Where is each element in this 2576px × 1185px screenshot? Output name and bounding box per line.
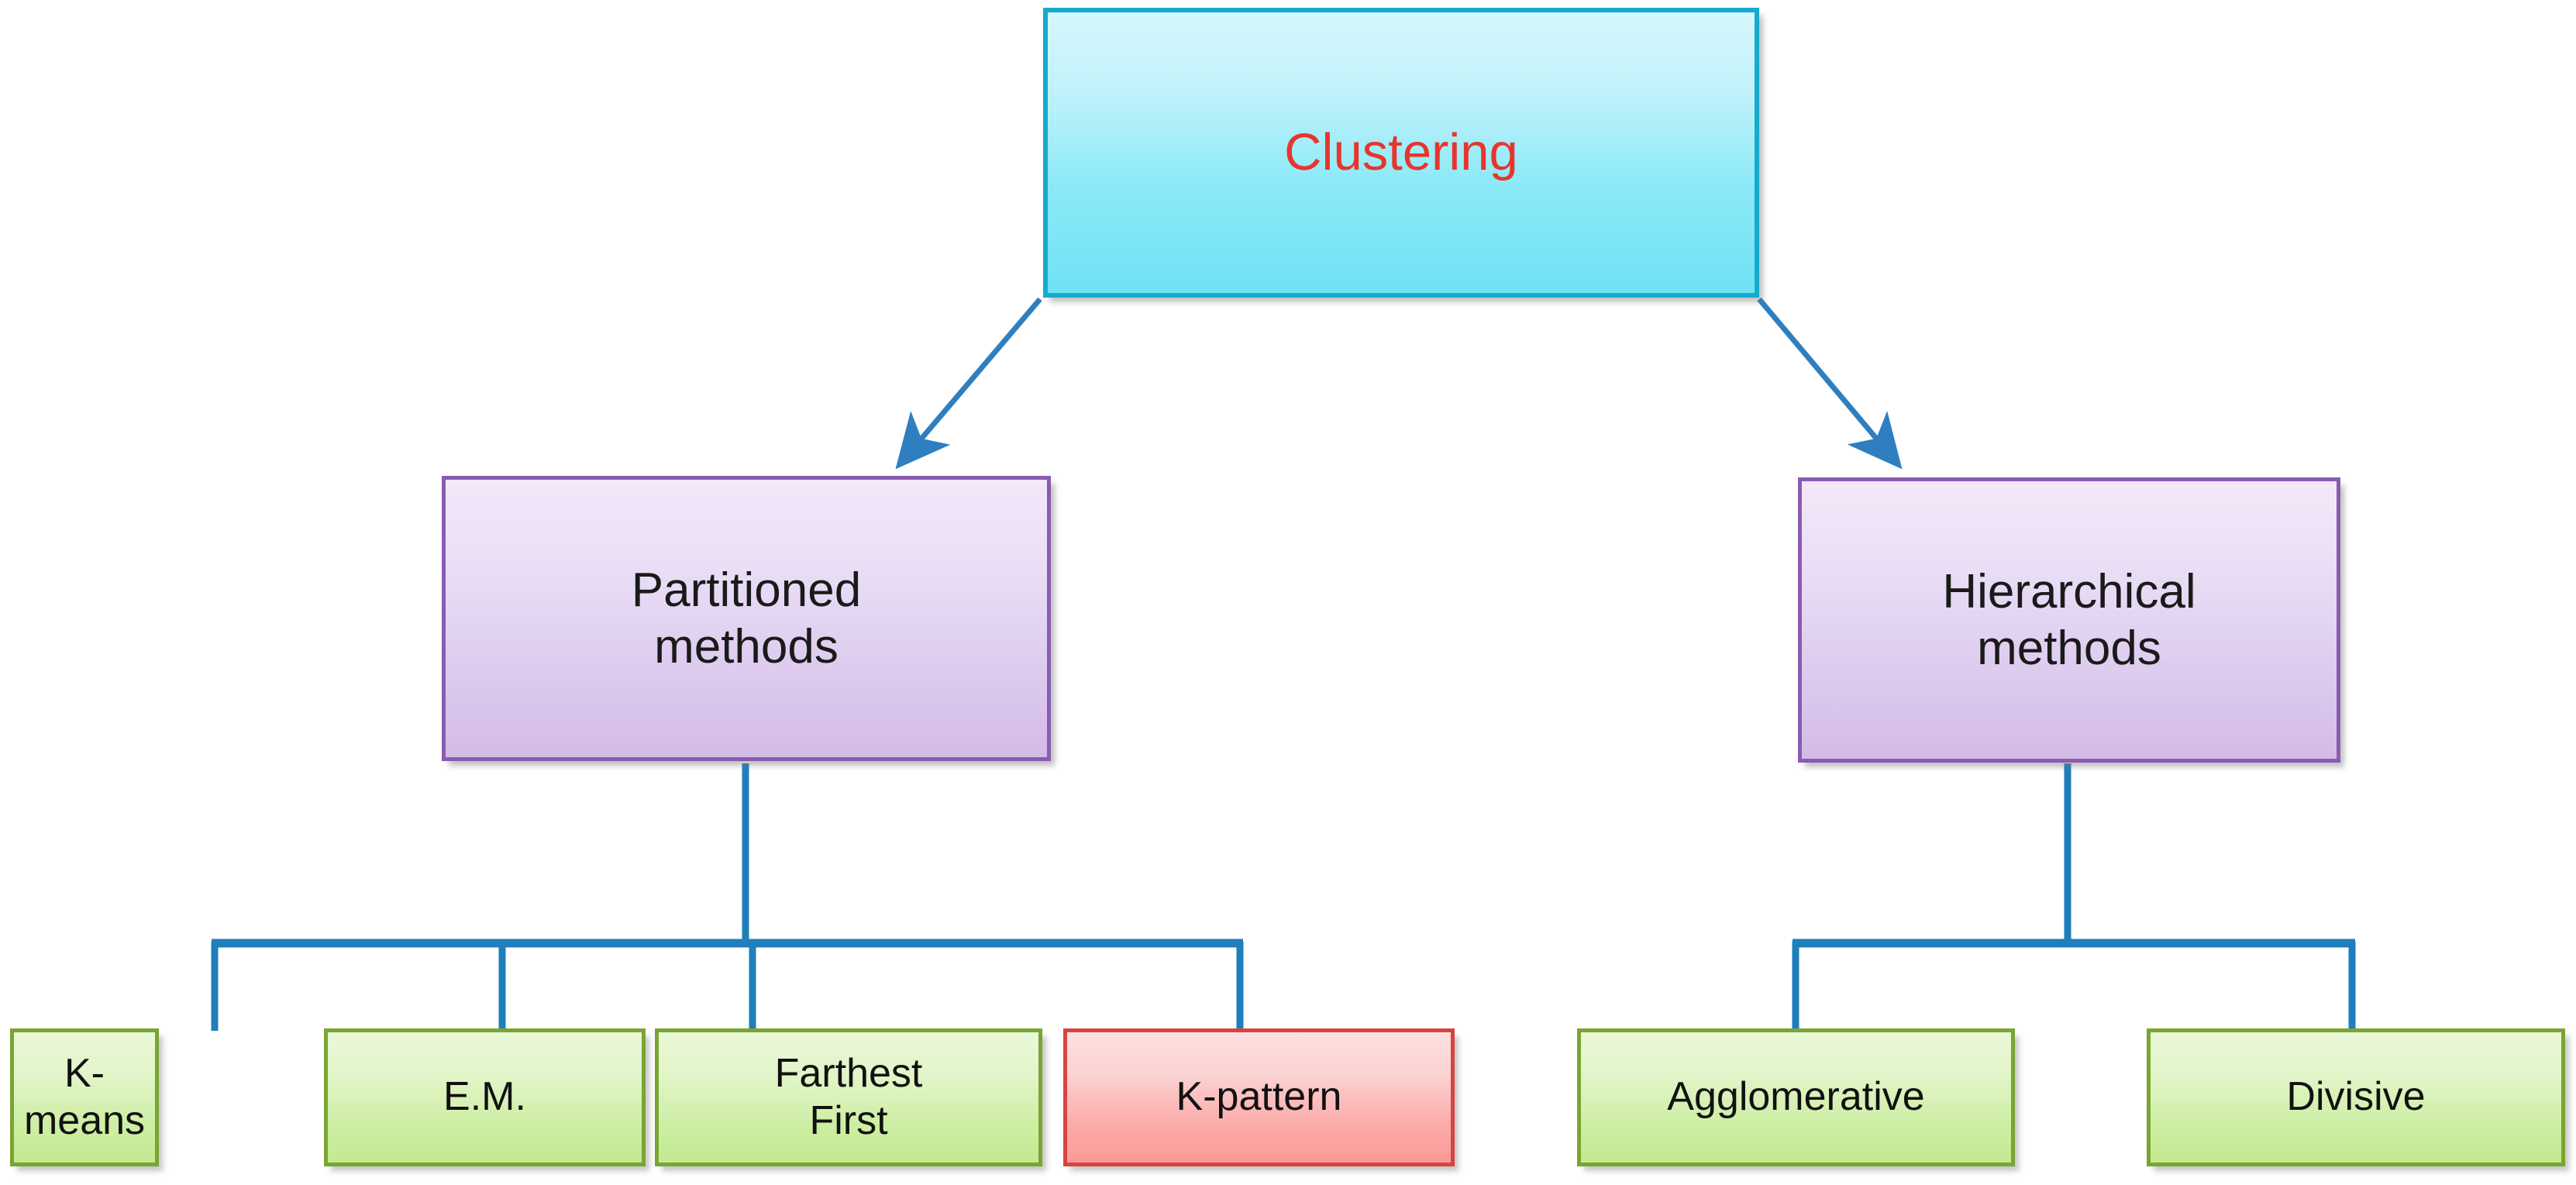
node-k-pattern[interactable]: K-pattern bbox=[1063, 1028, 1455, 1166]
node-divisive[interactable]: Divisive bbox=[2147, 1028, 2565, 1166]
node-k-means[interactable]: K-means bbox=[10, 1028, 159, 1166]
node-partitioned-methods[interactable]: Partitioned methods bbox=[442, 476, 1051, 761]
node-clustering[interactable]: Clustering bbox=[1043, 8, 1759, 298]
edge-root-to-hierarchical bbox=[1757, 297, 1903, 470]
node-em[interactable]: E.M. bbox=[324, 1028, 646, 1166]
node-farthest-first[interactable]: Farthest First bbox=[655, 1028, 1042, 1166]
node-hierarchical-methods[interactable]: Hierarchical methods bbox=[1798, 477, 2340, 763]
edge-root-to-partitioned bbox=[895, 297, 1042, 470]
node-agglomerative[interactable]: Agglomerative bbox=[1577, 1028, 2015, 1166]
